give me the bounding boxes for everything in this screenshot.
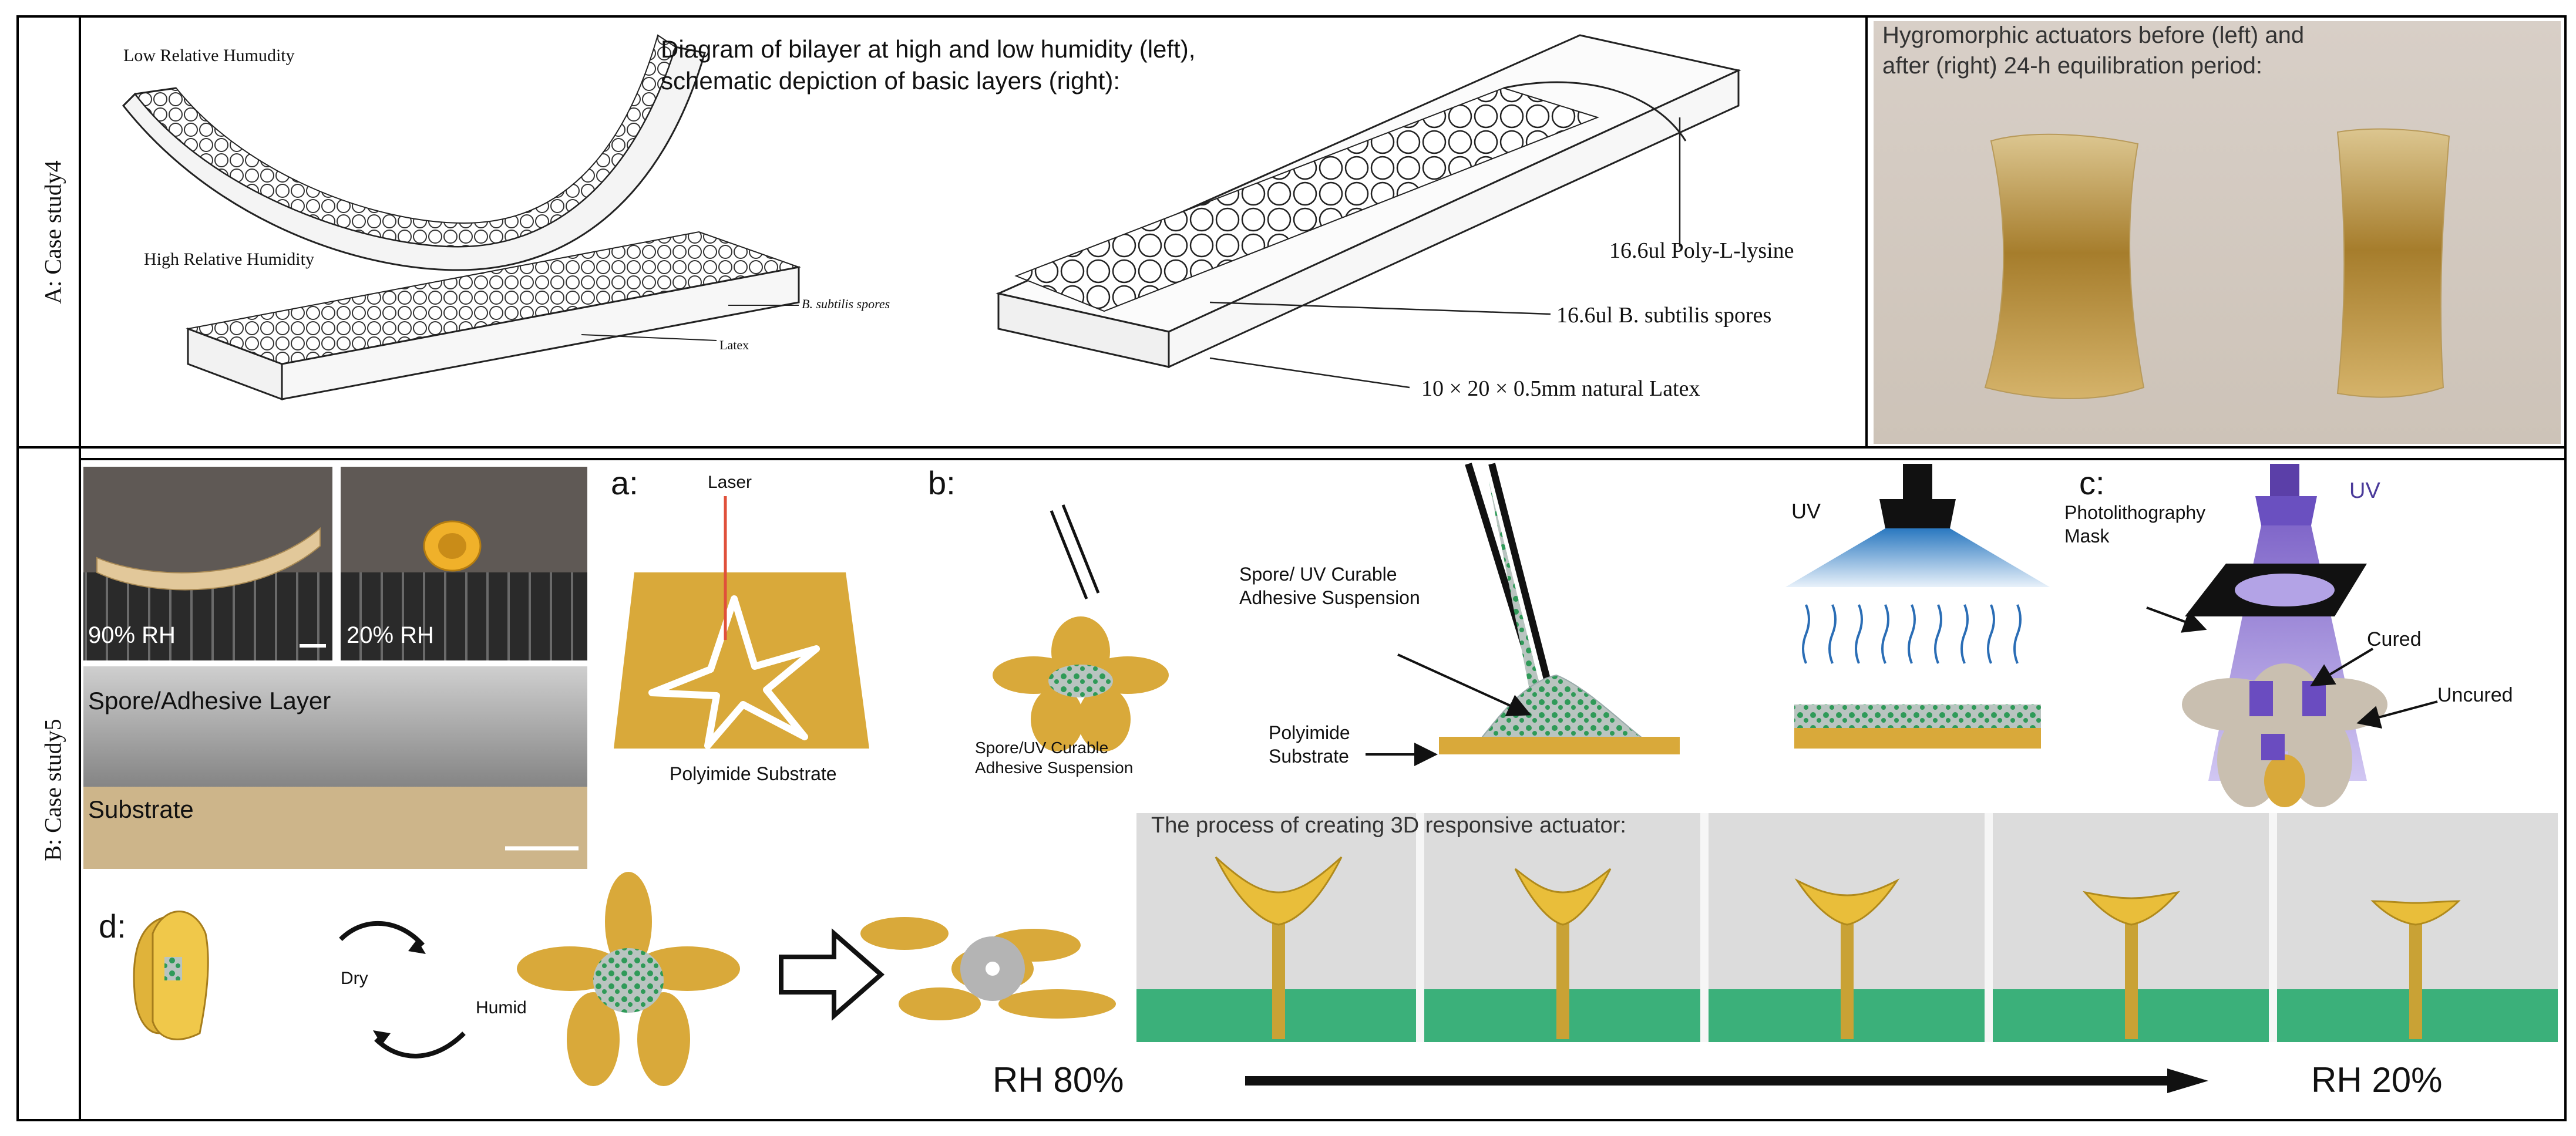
- case4-caption-line1: Diagram of bilayer at high and low humid…: [661, 35, 1196, 63]
- panel-a-drawing: [614, 496, 869, 749]
- dry-label: Dry: [341, 969, 368, 988]
- substrate-label: Substrate: [88, 795, 194, 823]
- process-photo-strip: [1136, 813, 2558, 1042]
- row-label-case-study-5: B: Case study5: [39, 719, 66, 861]
- process-caption: The process of creating 3D responsive ac…: [1151, 813, 1626, 838]
- actuator-photo: [1874, 21, 2561, 444]
- panel-b-label: b:: [928, 464, 956, 501]
- spore-uv-label-line2: Adhesive Suspension: [975, 759, 1134, 777]
- rh90-label: 90% RH: [88, 622, 176, 648]
- photo-caption-line2: after (right) 24-h equilibration period:: [1882, 53, 2263, 79]
- low-rh-label: Low Relative Humudity: [123, 46, 295, 65]
- panel-d-label: d:: [99, 908, 126, 945]
- spores-layer-label: 16.6ul B. subtilis spores: [1556, 303, 1772, 328]
- progression-arrow: [1245, 1068, 2208, 1093]
- high-rh-label: High Relative Humidity: [144, 250, 314, 269]
- photolithography-label-line1: Photolithography: [2064, 502, 2206, 523]
- laser-label: Laser: [708, 473, 752, 492]
- cured-label: Cured: [2367, 628, 2422, 650]
- spore-uv-callout-line2: Adhesive Suspension: [1239, 587, 1420, 608]
- rh-photos: [83, 467, 587, 869]
- poly-lysine-label: 16.6ul Poly-L-lysine: [1609, 238, 1794, 263]
- panel-c-label: c:: [2079, 464, 2105, 501]
- spore-adhesive-layer-label: Spore/Adhesive Layer: [88, 687, 331, 714]
- photo-caption-line1: Hygromorphic actuators before (left) and: [1882, 22, 2305, 48]
- latex-small-label: Latex: [719, 338, 749, 352]
- photolithography-label-line2: Mask: [2064, 525, 2110, 547]
- polyimide-substrate-label: Polyimide Substrate: [670, 763, 837, 784]
- rh20-end-label: RH 20%: [2311, 1060, 2443, 1100]
- table-frame: [16, 15, 2567, 1121]
- case4-caption-line2: schematic depiction of basic layers (rig…: [661, 67, 1120, 95]
- rh20-label: 20% RH: [347, 622, 434, 648]
- polyimide-callout-line1: Polyimide: [1269, 722, 1350, 743]
- polyimide-callout-line2: Substrate: [1269, 746, 1349, 767]
- bilayer-low-humidity-drawing: [122, 34, 706, 271]
- panel-c-drawing: [2146, 464, 2438, 807]
- spore-uv-label-line1: Spore/UV Curable: [975, 739, 1109, 757]
- uv-label-c: UV: [2349, 478, 2380, 503]
- rh80-end-label: RH 80%: [993, 1060, 1124, 1100]
- panel-d-drawing: [133, 872, 1116, 1086]
- spore-uv-callout-line1: Spore/ UV Curable: [1239, 564, 1397, 585]
- panel-a-label: a:: [611, 464, 638, 501]
- humid-label: Humid: [476, 998, 527, 1017]
- layer-schematic-drawing: [996, 34, 1741, 389]
- uncured-label: Uncured: [2437, 684, 2513, 706]
- row-label-case-study-4: A: Case study4: [39, 160, 66, 304]
- spores-small-label: B. subtilis spores: [802, 296, 890, 311]
- uv-label-b: UV: [1791, 499, 1821, 523]
- latex-layer-label: 10 × 20 × 0.5mm natural Latex: [1421, 376, 1700, 401]
- bilayer-high-humidity-drawing: [186, 231, 801, 401]
- panel-b-drawing: [993, 463, 2050, 766]
